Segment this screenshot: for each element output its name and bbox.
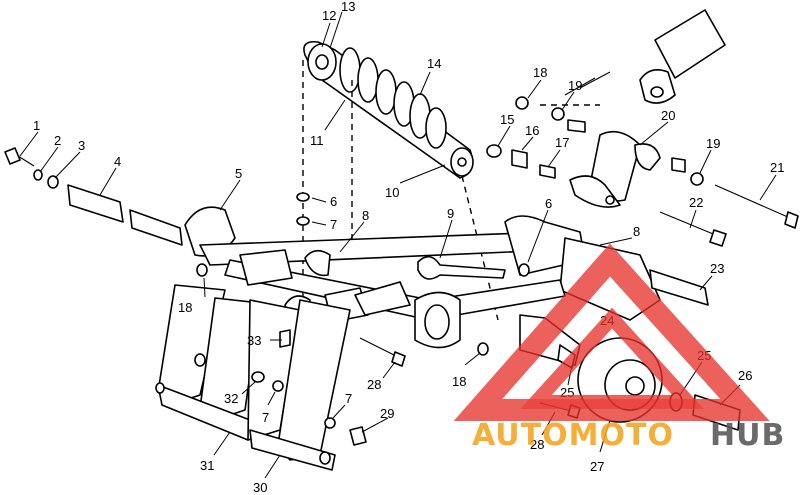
small-fasteners bbox=[196, 192, 530, 446]
callout-7: 7 bbox=[345, 391, 352, 406]
callout-7: 7 bbox=[262, 410, 269, 425]
callout-32: 32 bbox=[224, 391, 238, 406]
callout-26: 26 bbox=[738, 368, 752, 383]
callout-1: 1 bbox=[33, 118, 40, 133]
callout-11: 11 bbox=[310, 133, 324, 148]
callout-3: 3 bbox=[78, 138, 85, 153]
callout-2: 2 bbox=[54, 133, 61, 148]
watermark-triangle-inner bbox=[520, 307, 704, 409]
callout-19: 19 bbox=[706, 136, 720, 151]
callout-5: 5 bbox=[235, 166, 242, 181]
callout-8: 8 bbox=[362, 208, 369, 223]
callout-18: 18 bbox=[533, 65, 547, 80]
callout-19: 19 bbox=[568, 78, 582, 93]
leader-lines bbox=[19, 11, 777, 479]
upper-mount-hardware bbox=[486, 71, 799, 306]
automotohub-watermark: AUTOMOTO HUB bbox=[453, 243, 785, 453]
watermark-triangle-outer bbox=[453, 243, 770, 421]
callout-18: 18 bbox=[452, 374, 466, 389]
rear-swing-arm-frame bbox=[184, 206, 661, 349]
watermark-text-automoto: AUTOMOTO bbox=[472, 418, 674, 453]
callout-29: 29 bbox=[380, 406, 394, 421]
rear-shock-upper-body bbox=[639, 9, 726, 104]
callout-9: 9 bbox=[447, 206, 454, 221]
callout-27: 27 bbox=[590, 459, 604, 474]
callout-13: 13 bbox=[341, 0, 355, 14]
callout-12: 12 bbox=[322, 8, 336, 23]
callout-33: 33 bbox=[247, 333, 261, 348]
callout-21: 21 bbox=[770, 160, 784, 175]
callout-10: 10 bbox=[385, 185, 399, 200]
callout-4: 4 bbox=[114, 154, 121, 169]
watermark-text-hub: HUB bbox=[710, 418, 785, 453]
callout-6: 6 bbox=[545, 196, 552, 211]
callout-16: 16 bbox=[525, 123, 539, 138]
callout-6: 6 bbox=[330, 194, 337, 209]
callout-28: 28 bbox=[367, 377, 381, 392]
callout-28: 28 bbox=[530, 437, 544, 452]
callout-22: 22 bbox=[689, 195, 703, 210]
callout-14: 14 bbox=[427, 56, 441, 71]
callout-20: 20 bbox=[661, 108, 675, 123]
cable-hook bbox=[417, 255, 506, 280]
callout-8: 8 bbox=[633, 224, 640, 239]
callout-30: 30 bbox=[253, 480, 267, 495]
front-pivot-bolt-group bbox=[4, 147, 183, 246]
callout-15: 15 bbox=[500, 112, 514, 127]
callout-31: 31 bbox=[200, 458, 214, 473]
callout-18: 18 bbox=[178, 300, 192, 315]
callout-7: 7 bbox=[330, 217, 337, 232]
lower-rail-assembly bbox=[155, 284, 351, 471]
shock-absorber-assembly bbox=[303, 40, 474, 179]
callout-17: 17 bbox=[555, 135, 569, 150]
callout-23: 23 bbox=[710, 261, 724, 276]
